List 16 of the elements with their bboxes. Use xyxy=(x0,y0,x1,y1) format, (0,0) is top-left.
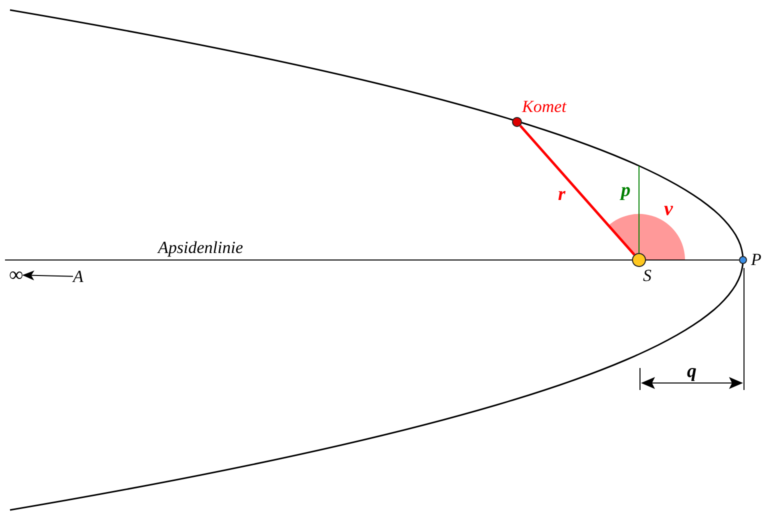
perihelion-dot xyxy=(739,256,747,264)
axis-label: Apsidenlinie xyxy=(158,239,243,256)
radius-line xyxy=(519,124,636,256)
perihelion-label: P xyxy=(751,251,762,268)
dimension-label: q xyxy=(687,362,696,381)
sun-circle xyxy=(632,253,646,267)
arrow xyxy=(22,270,74,280)
edge-label: r xyxy=(558,185,566,204)
semi-latus-rectum-line xyxy=(638,166,640,254)
comet-dot xyxy=(512,117,522,127)
comet-label: Komet xyxy=(522,98,566,115)
focus-label: S xyxy=(643,267,652,284)
edge-label: p xyxy=(621,181,630,200)
infinity-symbol: ∞ xyxy=(9,265,24,285)
angle-label: ν xyxy=(664,199,673,219)
point-label: A xyxy=(73,268,84,285)
